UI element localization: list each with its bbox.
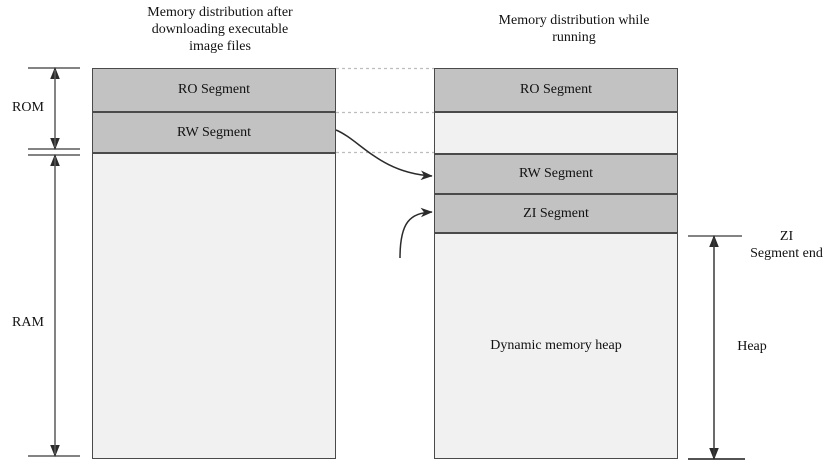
zi-creation-arrow bbox=[399, 207, 433, 259]
right-dynamic-heap-label: Dynamic memory heap bbox=[490, 338, 622, 353]
zi-segment-end-label-line-1: ZI bbox=[779, 229, 794, 244]
right-dynamic-heap: Dynamic memory heap bbox=[434, 233, 678, 459]
ram-bracket-label: RAM bbox=[12, 315, 44, 330]
right-panel-title-line-2: running bbox=[552, 30, 596, 45]
rom-bracket bbox=[28, 67, 80, 150]
right-rw-segment: RW Segment bbox=[434, 154, 678, 194]
left-ro-segment-label: RO Segment bbox=[178, 82, 250, 97]
left-panel-title-line-2: downloading executable bbox=[151, 22, 289, 37]
right-ro-segment: RO Segment bbox=[434, 68, 678, 112]
right-zi-segment-label: ZI Segment bbox=[523, 205, 589, 221]
zi-segment-end-label: ZI Segment end bbox=[744, 228, 829, 262]
curved-arrows bbox=[335, 129, 433, 259]
right-panel-title: Memory distribution while running bbox=[440, 12, 708, 46]
left-panel-title-line-3: image files bbox=[189, 39, 251, 54]
ram-bracket bbox=[28, 154, 80, 457]
dotted-alignment-lines bbox=[336, 67, 434, 154]
right-panel-title-line-1: Memory distribution while bbox=[498, 13, 650, 28]
rom-bracket-label: ROM bbox=[12, 100, 44, 115]
right-rw-segment-label: RW Segment bbox=[518, 166, 594, 181]
rw-relocation-arrow bbox=[335, 129, 433, 181]
left-rw-segment: RW Segment bbox=[92, 112, 336, 153]
left-panel-title-line-1: Memory distribution after bbox=[147, 5, 293, 20]
right-gap-space bbox=[434, 112, 678, 154]
right-ro-segment-label: RO Segment bbox=[520, 82, 592, 97]
left-free-space bbox=[92, 153, 336, 459]
right-zi-segment: ZI Segment bbox=[434, 194, 678, 233]
zi-segment-end-label-line-2: Segment end bbox=[750, 246, 823, 261]
left-rw-segment-label: RW Segment bbox=[176, 124, 252, 140]
left-ro-segment: RO Segment bbox=[92, 68, 336, 112]
heap-bracket-label: Heap bbox=[737, 339, 767, 354]
left-panel-title: Memory distribution after downloading ex… bbox=[96, 4, 344, 55]
heap-bracket bbox=[688, 235, 745, 460]
